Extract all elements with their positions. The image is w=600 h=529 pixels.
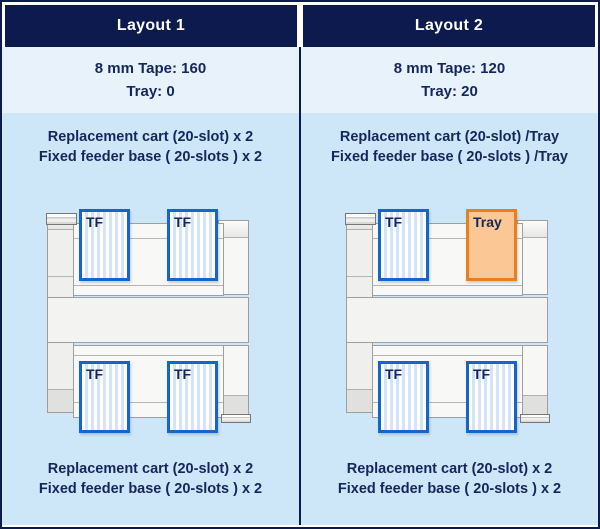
feeder-cart: TF xyxy=(79,361,130,433)
machine-pillar-foot xyxy=(219,395,248,414)
machine-rail-top-left xyxy=(46,213,77,225)
header-row: Layout 1 Layout 2 xyxy=(2,2,598,47)
feeder-cart: TF xyxy=(378,361,429,433)
layout1-summary-bottom: Replacement cart (20-slot) x 2 Fixed fee… xyxy=(2,459,299,499)
layout2-body: Replacement cart (20-slot) /Tray Fixed f… xyxy=(301,113,598,525)
machine-panel-line xyxy=(373,355,522,356)
layout2-tape-count: 8 mm Tape: 120 xyxy=(393,60,506,77)
feeder-cart: TF xyxy=(378,209,429,281)
summary-line: Replacement cart (20-slot) x 2 xyxy=(47,129,254,145)
machine-conveyor-band xyxy=(346,297,548,343)
machine-rail-bottom-right xyxy=(520,414,550,423)
layout1-summary-top: Replacement cart (20-slot) x 2 Fixed fee… xyxy=(2,127,299,167)
layout1-counts: 8 mm Tape: 160 Tray: 0 xyxy=(2,47,299,113)
layout1-column: 8 mm Tape: 160 Tray: 0 Replacement cart … xyxy=(2,47,299,525)
layout1-machine-diagram: TF TF TF TF xyxy=(2,193,299,453)
machine-conveyor-band xyxy=(47,297,249,343)
feeder-cart: TF xyxy=(79,209,130,281)
machine-panel-line xyxy=(373,238,522,239)
machine-rail-top-left xyxy=(345,213,376,225)
summary-line: Replacement cart (20-slot) x 2 xyxy=(47,461,254,477)
tray-cart: Tray xyxy=(466,209,517,281)
machine-rail-bottom-right xyxy=(221,414,251,423)
machine-panel-line xyxy=(48,276,73,277)
layout2-column: 8 mm Tape: 120 Tray: 20 Replacement cart… xyxy=(299,47,598,525)
machine-panel-line xyxy=(347,276,372,277)
layout1-body: Replacement cart (20-slot) x 2 Fixed fee… xyxy=(2,113,299,525)
machine-panel-line xyxy=(74,402,223,403)
layout2-machine-diagram: TF Tray TF TF xyxy=(301,193,598,453)
layout2-summary-bottom: Replacement cart (20-slot) x 2 Fixed fee… xyxy=(301,459,598,499)
machine-panel-line xyxy=(74,355,223,356)
summary-line: Replacement cart (20-slot) /Tray xyxy=(339,129,560,145)
summary-line: Fixed feeder base ( 20-slots ) x 2 xyxy=(38,481,263,497)
machine-pillar-cap xyxy=(518,221,547,238)
layout1-header: Layout 1 xyxy=(5,5,297,47)
layout2-counts: 8 mm Tape: 120 Tray: 20 xyxy=(301,47,598,113)
machine-panel-line xyxy=(373,285,522,286)
layout2-summary-top: Replacement cart (20-slot) /Tray Fixed f… xyxy=(301,127,598,167)
layout1-tape-count: 8 mm Tape: 160 xyxy=(94,60,207,77)
summary-line: Replacement cart (20-slot) x 2 xyxy=(346,461,553,477)
layout1-tray-count: Tray: 0 xyxy=(126,83,175,100)
feeder-cart: TF xyxy=(167,361,218,433)
machine-panel-line xyxy=(74,285,223,286)
feeder-cart: TF xyxy=(466,361,517,433)
summary-line: Fixed feeder base ( 20-slots ) x 2 xyxy=(38,149,263,165)
layout2-tray-count: Tray: 20 xyxy=(421,83,478,100)
feeder-cart: TF xyxy=(167,209,218,281)
machine-pillar-foot xyxy=(48,389,73,412)
layout2-header: Layout 2 xyxy=(303,5,595,47)
machine-panel-line xyxy=(74,238,223,239)
machine-pillar-cap xyxy=(219,221,248,238)
columns: 8 mm Tape: 160 Tray: 0 Replacement cart … xyxy=(2,47,598,525)
machine-panel-line xyxy=(373,402,522,403)
machine-pillar-foot xyxy=(518,395,547,414)
machine-pillar-foot xyxy=(347,389,372,412)
summary-line: Fixed feeder base ( 20-slots ) /Tray xyxy=(331,149,568,165)
summary-line: Fixed feeder base ( 20-slots ) x 2 xyxy=(337,481,562,497)
